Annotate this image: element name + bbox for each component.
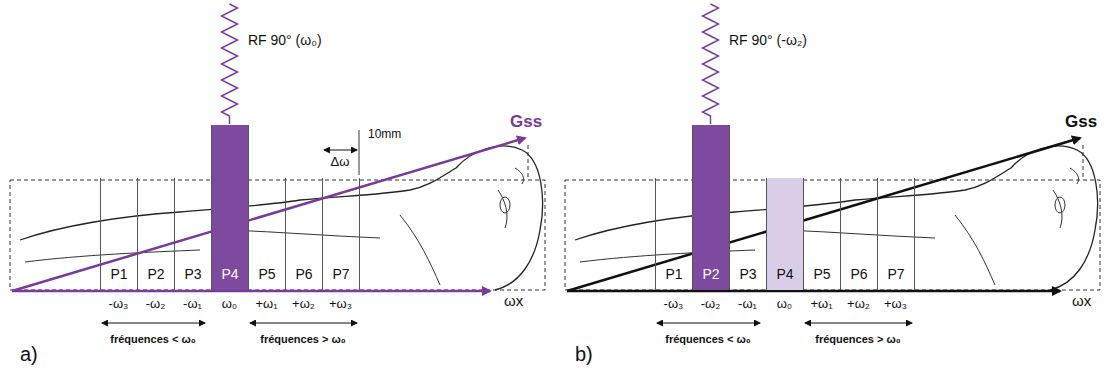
frequency-label: -ω₁ xyxy=(181,297,204,312)
frequency-label: +ω₃ xyxy=(327,297,354,312)
slice-band: P5 xyxy=(803,178,841,290)
slice-label: P2 xyxy=(145,266,166,282)
slice-band: P3 xyxy=(174,178,212,290)
panel-b xyxy=(565,4,1100,323)
slice-label: P1 xyxy=(108,266,129,282)
slice-label: P4 xyxy=(774,266,795,282)
slice-band: P1 xyxy=(655,178,693,290)
slice-band: P6 xyxy=(840,178,878,290)
panel-letter: b) xyxy=(573,343,595,366)
frequency-label: +ω₂ xyxy=(290,297,317,312)
frequency-label: -ω₃ xyxy=(662,297,686,312)
dimension-label: Δω xyxy=(329,155,352,170)
pulse-label: RF 90° (-ω₂) xyxy=(727,32,809,48)
gradient-label: Gss xyxy=(508,112,544,132)
slice-band: P3 xyxy=(729,178,767,290)
range-label: fréquences > ω₀ xyxy=(813,333,902,346)
slice-label: P5 xyxy=(811,266,832,282)
slice-band: P7 xyxy=(322,178,360,290)
slice-band: P5 xyxy=(248,178,286,290)
slice-label: P1 xyxy=(663,266,684,282)
axis-label: ωx xyxy=(502,292,525,309)
panel-a xyxy=(10,4,545,323)
slice-label: P5 xyxy=(256,266,277,282)
slice-band: P4 xyxy=(211,125,249,290)
slice-band: P7 xyxy=(877,178,915,290)
slice-band: P2 xyxy=(137,178,175,290)
frequency-label: +ω₃ xyxy=(882,297,909,312)
panel-letter: a) xyxy=(18,343,40,366)
frequency-label: +ω₂ xyxy=(845,297,872,312)
slice-label: P3 xyxy=(737,266,758,282)
gradient-label: Gss xyxy=(1063,112,1099,132)
axis-label: ωx xyxy=(1070,292,1093,309)
frequency-label: -ω₂ xyxy=(699,297,723,312)
slice-band: P4 xyxy=(766,178,804,290)
slice-label: P6 xyxy=(848,266,869,282)
slice-label: P3 xyxy=(182,266,203,282)
range-label: fréquences < ω₀ xyxy=(108,333,197,346)
frequency-label: +ω₁ xyxy=(253,297,279,312)
slice-label: P2 xyxy=(700,266,721,282)
slice-label: P7 xyxy=(330,266,351,282)
range-label: fréquences < ω₀ xyxy=(663,333,752,346)
slice-label: P6 xyxy=(293,266,314,282)
dimension-label: 10mm xyxy=(366,128,403,142)
frequency-label: -ω₁ xyxy=(736,297,759,312)
slice-band: P1 xyxy=(100,178,138,290)
frequency-label: ω₀ xyxy=(220,297,240,312)
slice-band: P6 xyxy=(285,178,323,290)
frequency-label: -ω₂ xyxy=(144,297,168,312)
pulse-label: RF 90° (ω₀) xyxy=(246,32,324,48)
slice-label: P7 xyxy=(885,266,906,282)
frequency-label: -ω₃ xyxy=(107,297,131,312)
slice-band: P2 xyxy=(692,125,730,290)
frequency-label: +ω₁ xyxy=(808,297,834,312)
range-label: fréquences > ω₀ xyxy=(258,333,347,346)
frequency-label: ω₀ xyxy=(775,297,795,312)
slice-label: P4 xyxy=(219,266,240,282)
